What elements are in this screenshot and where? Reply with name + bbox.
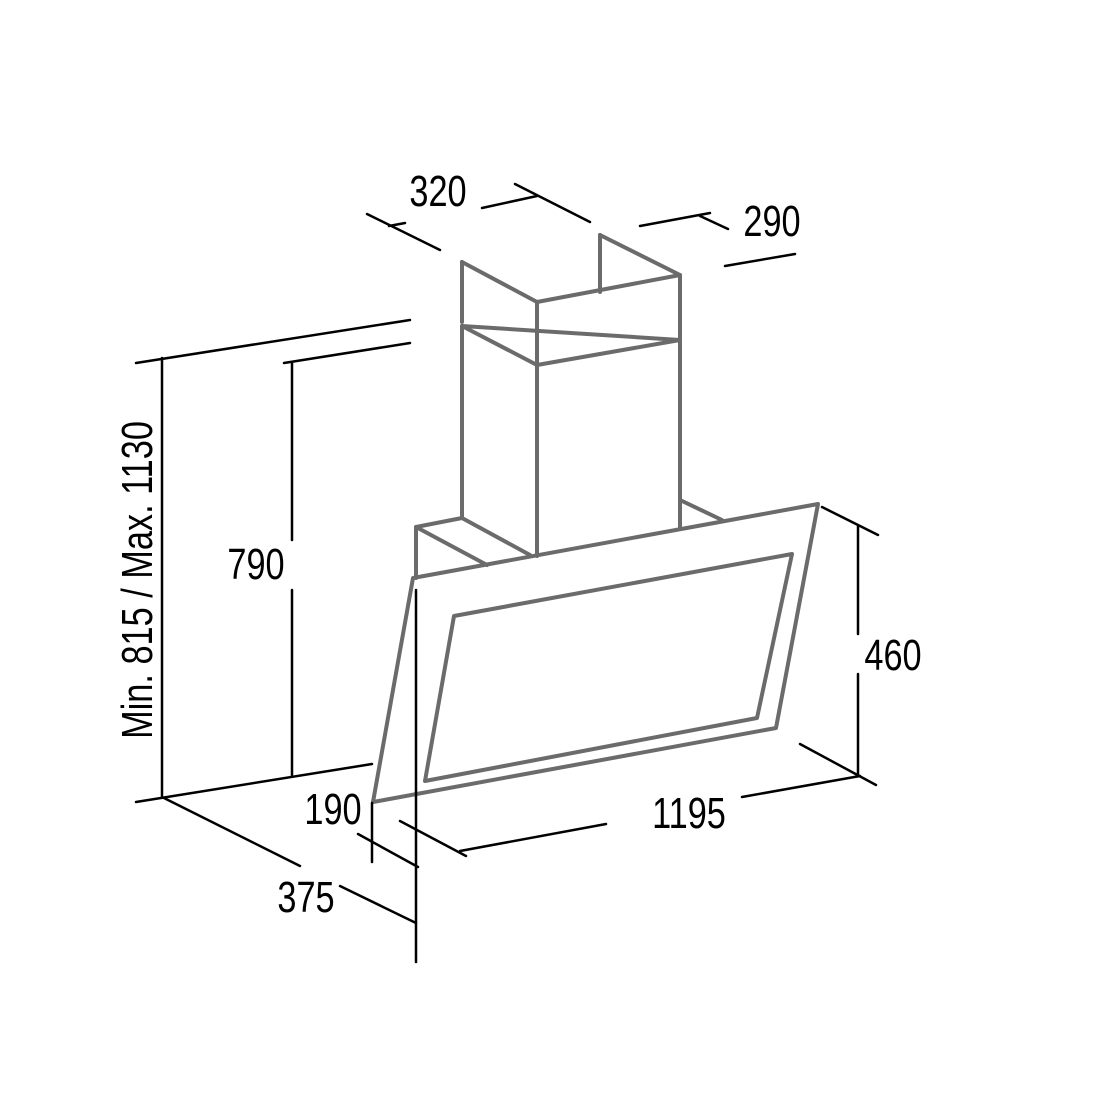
lower-chimney xyxy=(460,324,682,558)
glass-panel-inner xyxy=(423,552,794,783)
label-chimney-width: 320 xyxy=(409,167,466,216)
dim-1195-line-right xyxy=(740,774,862,799)
dim-460-ext-top xyxy=(820,505,880,537)
dim-290-ext-lower xyxy=(723,252,797,268)
label-hood-width: 1195 xyxy=(652,789,726,838)
glass-panel-outer xyxy=(371,502,820,804)
label-min-max-height: Min. 815 / Max. 1130 xyxy=(113,421,162,739)
dim-460-ext-bottom xyxy=(798,742,878,787)
label-chimney-depth: 290 xyxy=(743,197,800,246)
dim-1195-ext-left xyxy=(398,819,468,858)
dim-1195-line-left xyxy=(458,822,608,853)
dimension-labels: 320 290 790 460 1195 190 375 Min. 815 / … xyxy=(113,167,922,922)
label-bottom-depth: 190 xyxy=(304,785,361,834)
dim-height-ext-top xyxy=(134,318,412,365)
label-total-depth: 375 xyxy=(277,873,334,922)
label-glass-height: 460 xyxy=(864,631,921,680)
label-chimney-height: 790 xyxy=(227,540,284,589)
dim-375-floor-line xyxy=(160,795,302,868)
dim-190-line xyxy=(356,832,420,869)
dimension-lines xyxy=(134,182,880,964)
dim-320-ext-right xyxy=(513,182,592,224)
dim-320-ext-left xyxy=(365,212,442,252)
dim-320-line-right xyxy=(480,194,539,210)
dim-320-line-left xyxy=(387,221,407,228)
dim-375-line-right xyxy=(338,884,418,925)
dim-height-ext-bottom xyxy=(134,762,374,804)
hood-top-plate xyxy=(414,498,724,580)
dim-290-ext-upper xyxy=(638,211,712,228)
dim-290-line xyxy=(698,214,730,231)
dim-790-ext-top xyxy=(282,341,412,365)
hood-body xyxy=(371,233,820,804)
